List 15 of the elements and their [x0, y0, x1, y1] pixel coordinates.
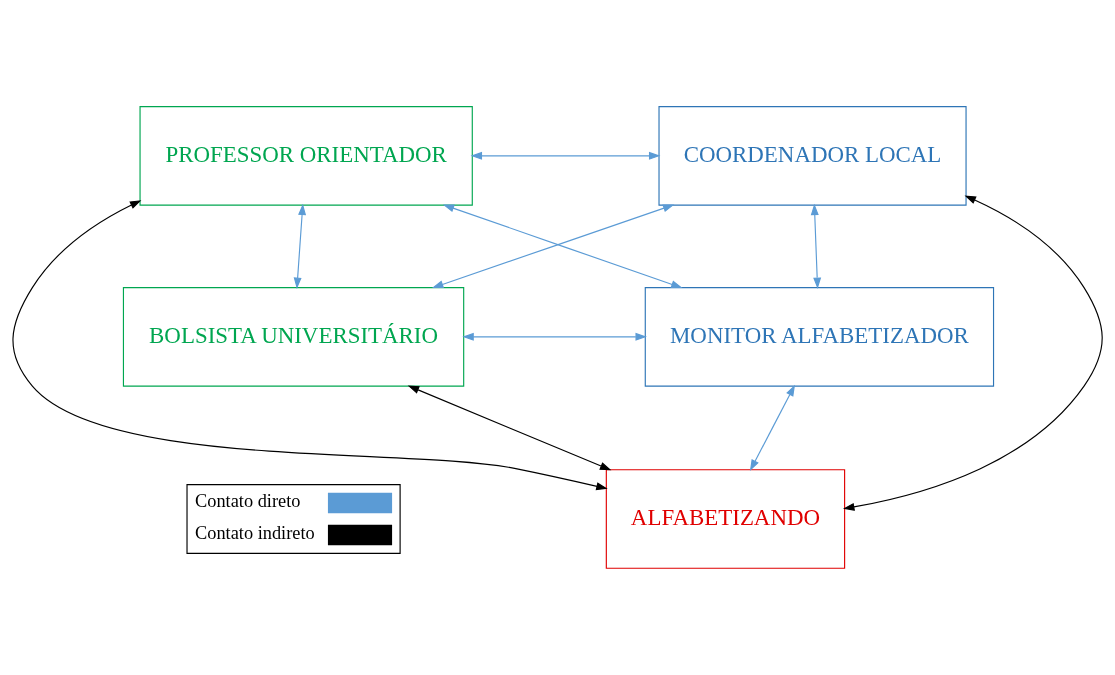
node-box: BOLSISTA UNIVERSITÁRIO	[122, 286, 465, 387]
arrow	[12, 199, 608, 490]
arrow	[470, 151, 661, 160]
node-box: COORDENADOR LOCAL	[658, 105, 967, 206]
arrow	[293, 203, 307, 289]
arrow	[749, 384, 796, 471]
arrow	[462, 332, 647, 341]
legend-label: Contato indireto	[195, 522, 315, 543]
arrow	[407, 385, 612, 470]
arrow	[810, 203, 822, 289]
legend-label: Contato direto	[195, 490, 301, 511]
node-box: ALFABETIZANDO	[605, 468, 846, 569]
node-box: PROFESSOR ORIENTADOR	[139, 105, 473, 206]
node-box: MONITOR ALFABETIZADOR	[644, 286, 995, 387]
arrow	[842, 194, 1103, 511]
